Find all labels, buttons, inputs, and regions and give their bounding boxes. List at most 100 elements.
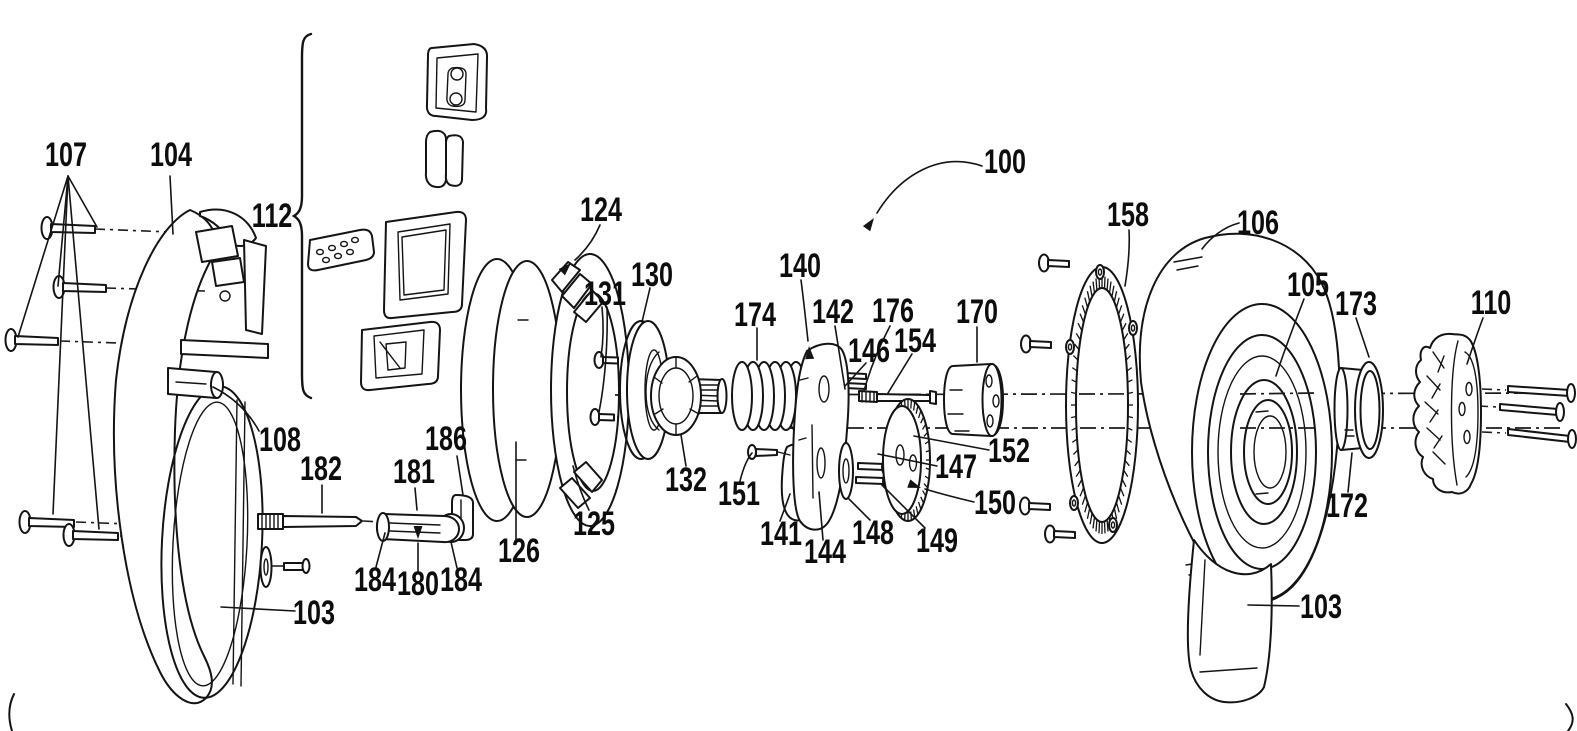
gear-tooth [1103, 276, 1106, 289]
ref-label-140: 140 [779, 247, 821, 285]
gear-tooth [1127, 427, 1133, 431]
foot-103 [1186, 539, 1273, 704]
leader-lines [17, 32, 1484, 612]
gear-tooth [1125, 449, 1132, 455]
gear-tooth [1074, 343, 1080, 351]
leader-176 [863, 325, 891, 392]
gear-tooth [1117, 495, 1123, 505]
cylinder-170 [943, 363, 1004, 437]
gear-tooth [915, 506, 919, 515]
gear-tooth [922, 490, 927, 497]
ref-label-148: 148 [852, 514, 894, 552]
gear-tooth [1121, 478, 1127, 488]
gear-tooth [920, 496, 925, 504]
screws-158 [1019, 253, 1076, 544]
ring-173 [1354, 361, 1384, 459]
gear-tooth [1075, 332, 1081, 341]
leader-110 [1466, 317, 1484, 365]
lug [573, 289, 604, 323]
leader-131 [598, 306, 608, 413]
ref-label-126: 126 [498, 532, 540, 570]
leader-146 [844, 362, 867, 387]
gear-tooth [1108, 281, 1112, 294]
gear-tooth [1098, 521, 1101, 534]
leader-124 [574, 224, 601, 261]
ref-label-103: 103 [1300, 588, 1342, 626]
gear-tooth [924, 475, 930, 480]
screw [52, 275, 107, 299]
leader-181 [414, 487, 418, 511]
gear-tooth [1126, 367, 1133, 372]
ref-label-104: 104 [150, 136, 192, 174]
ref-label-142: 142 [812, 293, 854, 331]
leader-130 [641, 287, 651, 323]
corner-mark-right [1565, 703, 1574, 731]
washer-148 [838, 442, 854, 500]
leader-151 [739, 452, 753, 482]
gear-tooth [1071, 438, 1078, 443]
leader-107 [67, 175, 100, 530]
gear-tooth [1092, 281, 1096, 294]
inner-block [195, 225, 239, 263]
leader-147 [877, 453, 938, 467]
ref-label-150: 150 [974, 484, 1016, 522]
gear-tooth [1070, 415, 1077, 419]
group-112-parts [307, 43, 489, 392]
ref-label-106: 106 [1237, 204, 1279, 242]
box-part [360, 320, 441, 392]
gear-tooth [1115, 297, 1120, 308]
gear-tooth [1089, 285, 1093, 298]
gear-tooth [924, 440, 930, 445]
rod-182 [257, 513, 363, 530]
gear-tooth [1119, 313, 1125, 323]
arrowhead-100 [862, 218, 874, 232]
gear-tooth [1119, 487, 1125, 497]
gear-tooth [1081, 305, 1087, 315]
washer-and-screw [259, 546, 311, 588]
ref-label-186: 186 [425, 420, 467, 458]
gear-tooth [1123, 332, 1129, 341]
gear-tooth [1124, 459, 1130, 467]
knob-110 [1412, 332, 1482, 495]
arrowhead-180 [413, 526, 423, 539]
bracket-140 [780, 342, 937, 531]
screw [1020, 334, 1052, 354]
gear-tooth [1089, 512, 1093, 525]
gear-tooth [1113, 508, 1118, 519]
ref-label-172: 172 [1326, 487, 1368, 525]
splined-shaft-132 [650, 356, 728, 436]
leader-131 [600, 306, 604, 358]
gear-tooth [1071, 379, 1077, 383]
screw [1044, 524, 1076, 544]
screw [1507, 428, 1577, 449]
gear-tooth [920, 416, 925, 424]
cap-184 [376, 512, 390, 542]
ref-label-170: 170 [956, 293, 998, 331]
gear-tooth [1095, 278, 1098, 291]
leader-144 [818, 491, 824, 541]
hole-plate [307, 228, 375, 272]
left-cover-104 [112, 208, 269, 705]
gear-tooth [1075, 469, 1081, 478]
ref-label-100: 100 [984, 143, 1026, 181]
rivets [1065, 264, 1138, 533]
leader-184R [450, 541, 458, 569]
gear-tooth [1092, 516, 1096, 529]
ref-label-124: 124 [580, 191, 622, 229]
gear-tooth [1071, 367, 1078, 372]
gear-tooth [1106, 519, 1109, 532]
gear-tooth [1111, 285, 1115, 298]
arrowhead-140 [805, 346, 815, 360]
gear-tooth [1126, 438, 1133, 443]
link-181 [376, 494, 474, 544]
leader-173 [1355, 317, 1370, 358]
leader-100 [876, 160, 983, 214]
screw [1507, 383, 1576, 403]
gear-tooth [1079, 487, 1085, 497]
ref-label-130: 130 [631, 256, 673, 294]
gear-tooth [1127, 379, 1133, 383]
ref-label-107: 107 [45, 136, 87, 174]
brace-112 [291, 32, 313, 400]
gear-tooth [1072, 355, 1079, 361]
leader-107 [17, 175, 69, 338]
